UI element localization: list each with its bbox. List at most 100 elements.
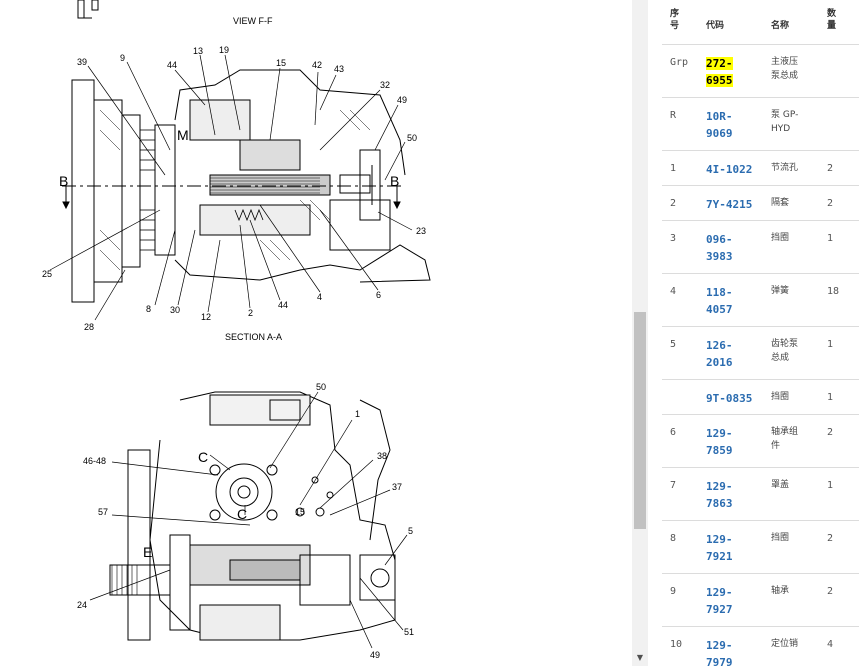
callout-c-bottom: C: [237, 506, 247, 522]
row-name: 齿轮泵 总成: [771, 339, 799, 363]
callout-8: 8: [146, 304, 151, 314]
callout-4: 4: [317, 292, 322, 302]
callout-5: 5: [408, 526, 413, 536]
callout-24: 24: [77, 600, 87, 610]
callout-1: 1: [355, 409, 360, 419]
row-name: 挡圈: [771, 233, 790, 243]
callout-15: 15: [276, 58, 286, 68]
callout-e: E: [143, 544, 152, 560]
row-part-code-link[interactable]: 129- 7979: [706, 639, 733, 666]
row-seq: 5: [670, 339, 677, 350]
view-ff-label: VIEW F-F: [233, 16, 273, 26]
callout-39: 39: [77, 57, 87, 67]
row-part-code-link[interactable]: 129- 7927: [706, 586, 733, 616]
row-part-code-link[interactable]: 096- 3983: [706, 233, 733, 263]
row-seq: 2: [670, 198, 677, 209]
callout-50b: 50: [316, 382, 326, 392]
row-name: 弹簧: [771, 286, 790, 296]
drawing-scrollbar[interactable]: ▼: [632, 0, 648, 666]
row-qty: 2: [827, 427, 834, 438]
row-part-code-link[interactable]: 10R- 9069: [706, 110, 733, 140]
row-part-code-link[interactable]: 7Y-4215: [706, 198, 753, 211]
row-part-code-link[interactable]: 4I-1022: [706, 163, 753, 176]
callout-51: 51: [404, 627, 414, 637]
section-aa-graphic: [49, 54, 431, 321]
callout-15b: 15: [295, 507, 305, 517]
callout-28: 28: [84, 322, 94, 332]
row-part-code-link[interactable]: 129- 7859: [706, 427, 733, 457]
callout-44: 44: [167, 60, 177, 70]
row-part-code-link[interactable]: 129- 7921: [706, 533, 733, 563]
row-part-code-link[interactable]: 9T-0835: [706, 392, 753, 405]
scroll-down-arrow-icon[interactable]: ▼: [636, 653, 644, 662]
row-qty: 18: [827, 286, 840, 297]
row-name: 泵 GP- HYD: [771, 110, 799, 134]
callout-44b: 44: [278, 300, 288, 310]
callout-9: 9: [120, 53, 125, 63]
row-name: 轴承: [771, 586, 790, 596]
callout-46-48: 46-48: [83, 456, 106, 466]
callout-57: 57: [98, 507, 108, 517]
row-name: 定位销: [771, 639, 799, 649]
callout-c-top: C: [198, 449, 208, 465]
row-seq: 1: [670, 163, 677, 174]
row-part-code-link[interactable]: 129- 7863: [706, 480, 733, 510]
header-name: 名称: [771, 21, 790, 31]
row-seq: 10: [670, 639, 683, 650]
callout-25: 25: [42, 269, 52, 279]
row-qty: 1: [827, 392, 834, 403]
pump-front-view-graphic: [89, 391, 408, 649]
row-qty: 1: [827, 480, 834, 491]
callout-b-left: B: [59, 173, 68, 189]
table-header-row: 序 号 代码 名称 数 量: [662, 0, 859, 45]
callout-2: 2: [248, 308, 253, 318]
parts-diagram: VIEW F-F: [42, 0, 431, 660]
row-part-code-link[interactable]: 272- 6955: [706, 57, 733, 87]
table-row: 9T-0835 挡圈 1: [662, 380, 859, 415]
callout-49b: 49: [370, 650, 380, 660]
callout-23: 23: [416, 226, 426, 236]
row-qty: 1: [827, 339, 834, 350]
callout-49: 49: [397, 95, 407, 105]
row-seq: 7: [670, 480, 677, 491]
callout-19: 19: [219, 45, 229, 55]
callout-b-right: B: [390, 173, 399, 189]
row-qty: 2: [827, 163, 834, 174]
row-name: 挡圈: [771, 392, 790, 402]
callout-12: 12: [201, 312, 211, 322]
table-row: 6 129- 7859 轴承组 件 2: [662, 415, 859, 468]
callout-m: M: [177, 127, 189, 143]
table-row: 1 4I-1022 节流孔 2: [662, 151, 859, 186]
table-row: 4 118- 4057 弹簧 18: [662, 274, 859, 327]
callout-42: 42: [312, 60, 322, 70]
scrollbar-thumb[interactable]: [634, 312, 646, 529]
callout-13: 13: [193, 46, 203, 56]
row-qty: 2: [827, 198, 834, 209]
header-qty: 数 量: [827, 9, 837, 31]
callout-38: 38: [377, 451, 387, 461]
header-seq: 序 号: [670, 9, 680, 31]
row-seq: Grp: [670, 57, 689, 68]
row-name: 罩盖: [771, 480, 790, 490]
row-seq: 6: [670, 427, 677, 438]
row-name: 节流孔: [771, 163, 799, 173]
row-part-code-link[interactable]: 118- 4057: [706, 286, 733, 316]
row-part-code-link[interactable]: 126- 2016: [706, 339, 733, 369]
row-seq: 3: [670, 233, 677, 244]
callout-37: 37: [392, 482, 402, 492]
callout-30: 30: [170, 305, 180, 315]
table-row: 7 129- 7863 罩盖 1: [662, 468, 859, 521]
row-seq: 8: [670, 533, 677, 544]
row-seq: 4: [670, 286, 677, 297]
row-name: 轴承组 件: [771, 427, 799, 451]
callout-6: 6: [376, 290, 381, 300]
callout-43: 43: [334, 64, 344, 74]
section-aa-label: SECTION A-A: [225, 332, 282, 342]
row-qty: 2: [827, 586, 834, 597]
